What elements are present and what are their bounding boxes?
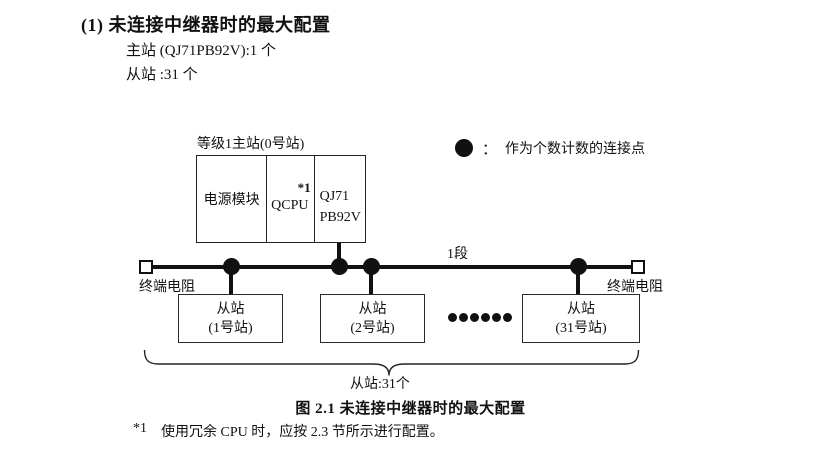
section-heading: (1) 未连接中继器时的最大配置 [81,15,331,35]
master-station-box: 电源模块 *1 QCPU QJ71 PB92V [196,155,366,243]
terminator-label-right: 终端电阻 [607,280,663,295]
network-module-cell: QJ71 PB92V [313,156,365,242]
slave2-drop-line [369,266,373,294]
slave-station-number: (2号站) [350,320,395,336]
footnote-text: 使用冗余 CPU 时，应按 2.3 节所示进行配置。 [161,425,444,440]
master-count-line: 主站 (QJ71PB92V):1 个 [126,43,277,59]
legend-text: 作为个数计数的连接点 [505,142,646,157]
network-module-label-line2: PB92V [319,210,361,225]
cpu-module-cell: *1 QCPU [266,156,313,242]
slave-station-box: 从站 (31号站) [522,294,640,343]
figure-caption: 图 2.1 未连接中继器时的最大配置 [295,401,526,417]
terminator-icon [631,260,645,274]
connection-dot-icon [331,258,348,275]
legend-separator: ： [482,141,498,158]
slave-station-box: 从站 (2号站) [320,294,425,343]
slave1-drop-line [229,266,233,294]
connection-dot-icon [570,258,587,275]
legend: ： 作为个数计数的连接点 [455,138,645,158]
connection-dot-icon [455,139,473,157]
slave-name: 从站 [216,301,245,317]
ellipsis-dots-icon [448,313,512,322]
footnote: *1 使用冗余 CPU 时，应按 2.3 节所示进行配置。 [133,421,444,441]
slave-station-number: (31号站) [555,320,607,336]
slave-station-box: 从站 (1号站) [178,294,283,343]
terminator-icon [139,260,153,274]
brace-icon [143,349,640,376]
cpu-module-label: QCPU [271,198,309,213]
segment-label: 1段 [447,247,468,262]
slave-total-label: 从站:31个 [350,377,410,392]
connection-dot-icon [363,258,380,275]
master-drop-line [337,243,341,266]
slave-name: 从站 [358,301,387,317]
cpu-footnote-ref: *1 [297,180,311,195]
network-module-label-line1: QJ71 [319,189,350,204]
slave-station-number: (1号站) [208,320,253,336]
bus-line [147,265,636,269]
terminator-label-left: 终端电阻 [139,280,195,295]
slave31-drop-line [576,266,580,294]
slave-count-line: 从站 :31 个 [126,67,198,83]
master-station-label: 等级1主站(0号站) [197,137,305,152]
power-module-label: 电源模块 [203,193,260,208]
power-module-cell: 电源模块 [197,156,266,242]
connection-dot-icon [223,258,240,275]
slave-name: 从站 [567,301,595,317]
footnote-marker: *1 [133,421,147,436]
